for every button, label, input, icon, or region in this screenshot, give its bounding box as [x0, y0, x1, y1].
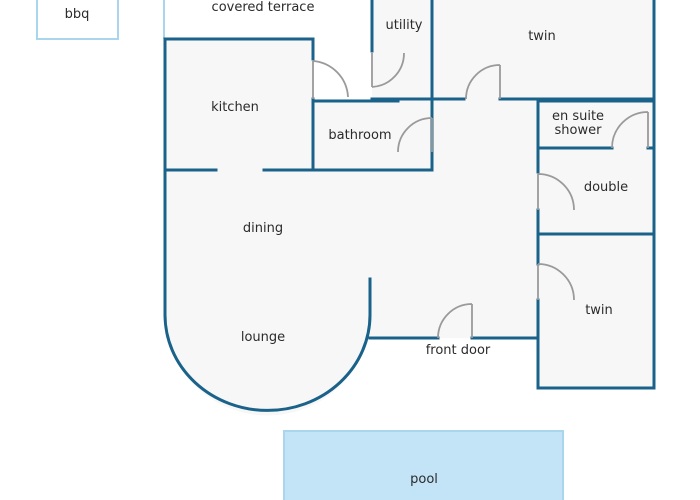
door-twin-top — [465, 64, 501, 100]
door-kitchen — [312, 60, 349, 99]
pool-label: pool — [410, 472, 438, 487]
en-suite-shower-label: shower — [555, 123, 603, 138]
door-utility — [371, 52, 405, 88]
door-bathroom — [397, 117, 433, 153]
kitchen-label: kitchen — [211, 100, 259, 115]
door-twin-bottom — [537, 263, 575, 301]
en-suite-label: en suite — [552, 109, 604, 124]
dining-label: dining — [243, 221, 283, 236]
walls — [163, 0, 656, 412]
door-front — [437, 303, 473, 339]
front-door-label: front door — [426, 343, 491, 358]
bbq-area — [36, 0, 119, 40]
pool — [283, 430, 564, 500]
twin-bottom-label: twin — [585, 303, 613, 318]
doors — [312, 52, 649, 339]
double-label: double — [584, 180, 628, 195]
bathroom-label: bathroom — [328, 128, 391, 143]
twin-top-label: twin — [528, 29, 556, 44]
bbq-label: bbq — [65, 7, 90, 22]
door-double — [537, 173, 575, 211]
floor-area — [165, 0, 654, 416]
lounge-label: lounge — [241, 330, 285, 345]
door-en-suite — [611, 111, 649, 149]
covered-terrace-label: covered terrace — [212, 0, 315, 15]
utility-label: utility — [386, 18, 423, 33]
